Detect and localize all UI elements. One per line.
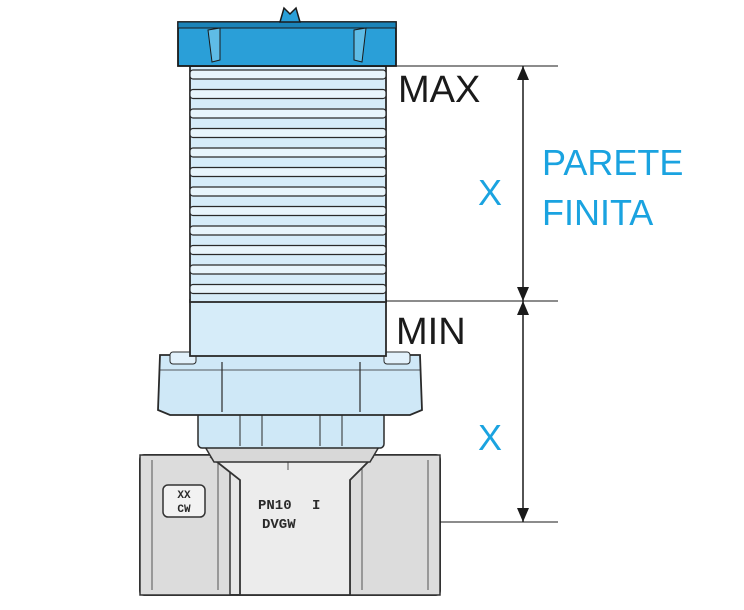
- extension-rib: [189, 127, 387, 139]
- max-label: MAX: [398, 69, 480, 111]
- smooth-sleeve: [189, 299, 387, 357]
- extension-rib: [189, 166, 387, 178]
- extension-rib: [189, 147, 387, 158]
- extension-rib: [189, 244, 387, 256]
- parete-label-line2: FINITA: [542, 192, 653, 233]
- lower-collar: [197, 411, 385, 449]
- i-marking: I: [312, 498, 320, 514]
- extension-rib: [189, 264, 387, 275]
- hex-nut: [157, 351, 423, 416]
- dimension-lines: [386, 65, 558, 523]
- x-upper-label: X: [478, 172, 502, 213]
- pn-marking: PN10: [258, 498, 292, 514]
- ribbed-extension: [189, 65, 387, 303]
- extension-rib: [189, 69, 387, 80]
- top-cap: [177, 6, 397, 67]
- valve-body: [139, 454, 441, 596]
- body-badge: XX CW: [162, 484, 206, 518]
- min-label: MIN: [396, 311, 466, 353]
- extension-rib: [189, 186, 387, 197]
- dvgw-marking: DVGW: [262, 517, 296, 533]
- extension-ribs: [189, 69, 387, 295]
- extension-rib: [189, 108, 387, 119]
- extension-rib: [189, 283, 387, 295]
- badge-line2: CW: [177, 504, 191, 516]
- extension-rib: [189, 88, 387, 100]
- parete-label-line1: PARETE: [542, 142, 683, 183]
- badge-line1: XX: [177, 490, 191, 502]
- x-lower-label: X: [478, 417, 502, 458]
- extension-rib: [189, 205, 387, 217]
- extension-rib: [189, 225, 387, 236]
